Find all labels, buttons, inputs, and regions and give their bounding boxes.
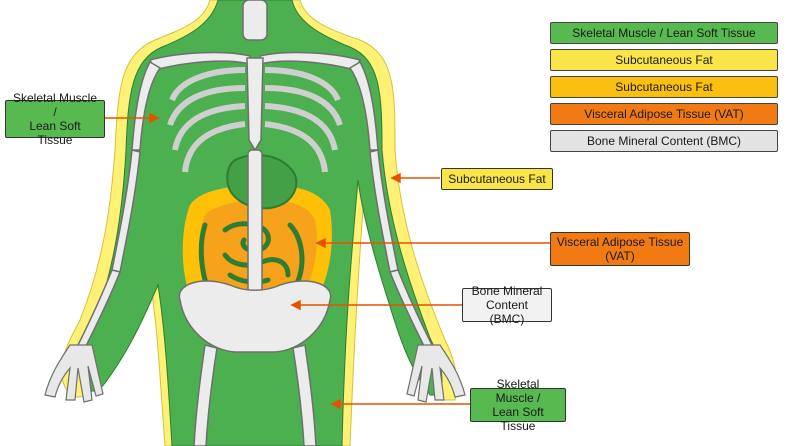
callout-muscle-lower: Skeletal Muscle / Lean Soft Tissue: [470, 388, 566, 422]
legend-item-bone-mineral: Bone Mineral Content (BMC): [550, 130, 778, 152]
legend-item-visceral-adipose: Visceral Adipose Tissue (VAT): [550, 103, 778, 125]
callout-bone-mineral: Bone Mineral Content (BMC): [462, 288, 552, 322]
legend-item-muscle: Skeletal Muscle / Lean Soft Tissue: [550, 22, 778, 44]
legend-item-subcutaneous-fat-deep: Subcutaneous Fat: [550, 76, 778, 98]
legend-item-subcutaneous-fat: Subcutaneous Fat: [550, 49, 778, 71]
callout-visceral-adipose: Visceral Adipose Tissue (VAT): [550, 232, 690, 266]
callout-subcutaneous-fat: Subcutaneous Fat: [441, 168, 553, 190]
callout-muscle-upper: Skeletal Muscle / Lean Soft Tissue: [5, 100, 105, 138]
